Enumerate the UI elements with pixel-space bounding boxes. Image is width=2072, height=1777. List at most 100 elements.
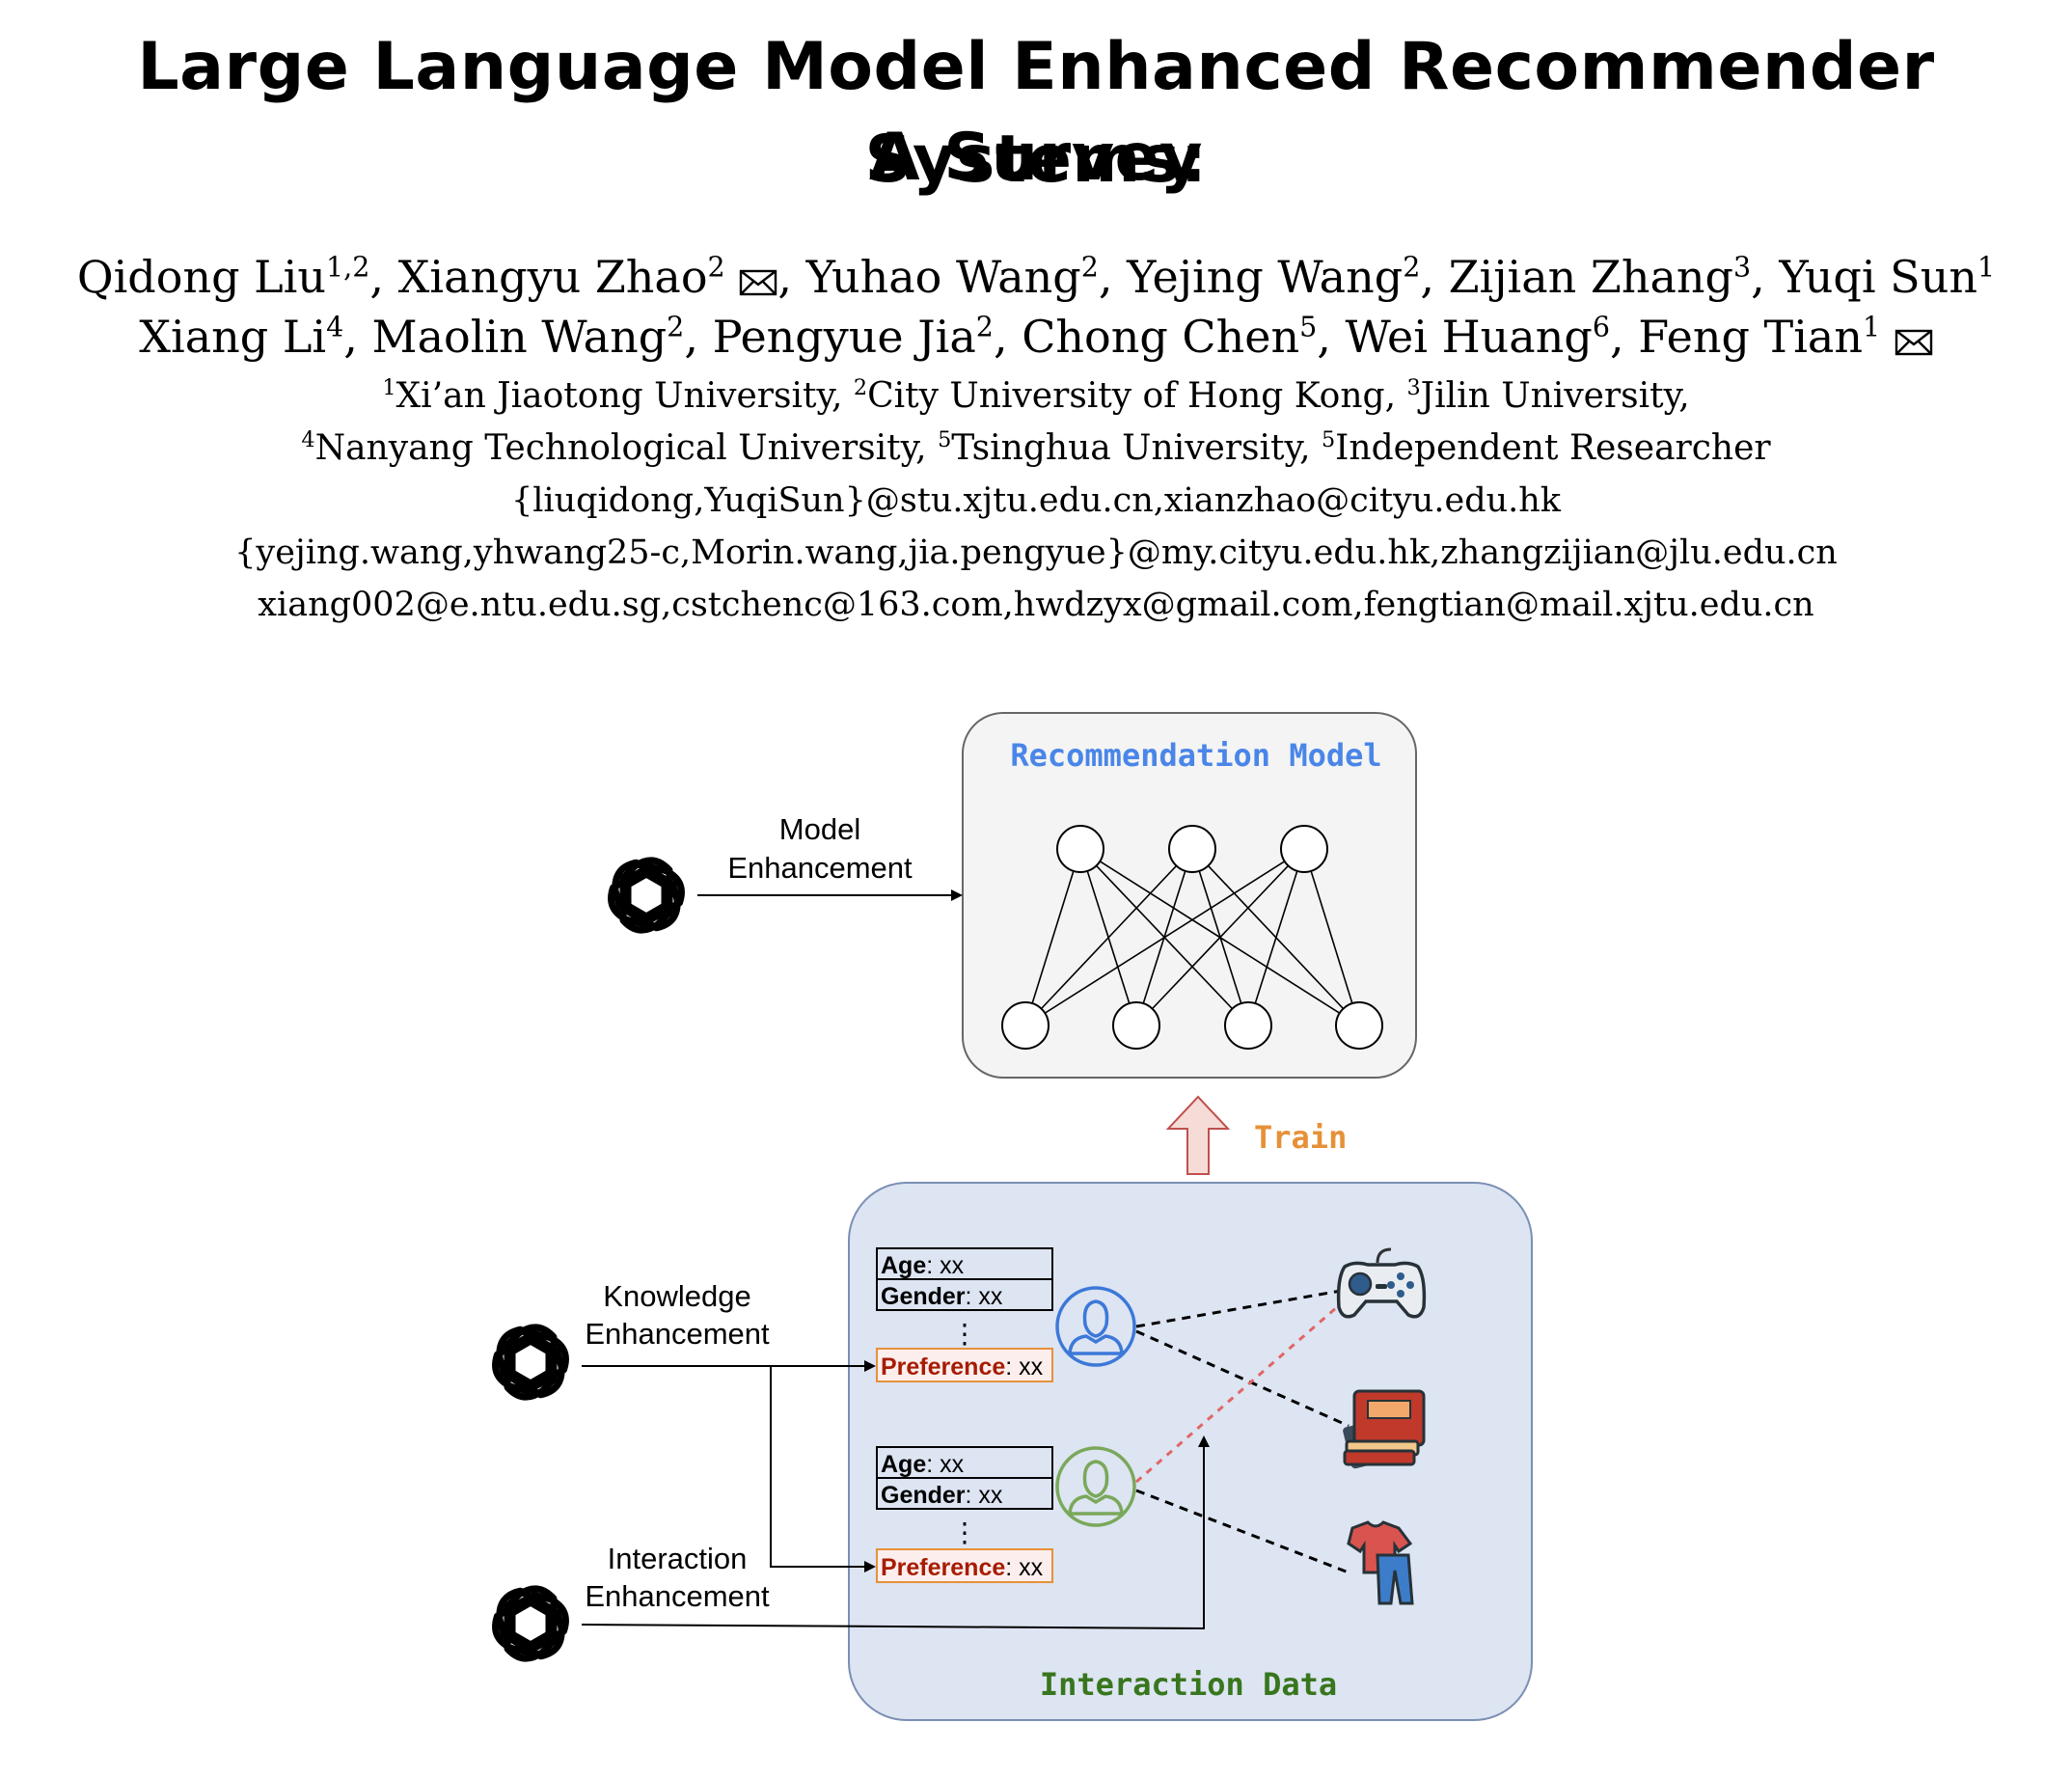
author-affiliation-number: 3 <box>1733 251 1752 284</box>
affiliation-name: Tsinghua University <box>951 428 1300 468</box>
affiliation-name: City University of Hong Kong <box>867 376 1385 416</box>
train-arrow <box>1165 1095 1231 1175</box>
profile-1-preference: Preference: xx <box>881 1353 1044 1381</box>
recommendation-model-box: Recommendation Model <box>962 712 1417 1079</box>
network-edge <box>1247 848 1305 1026</box>
author-affiliation-number: 2 <box>1403 251 1421 284</box>
openai-logo-icon <box>605 858 689 933</box>
openai-logo-icon <box>489 1586 573 1661</box>
interaction-enhancement-arrow <box>581 1435 1210 1630</box>
openai-logo-icon <box>489 1325 573 1400</box>
interaction-edge <box>1135 1289 1342 1328</box>
author-affiliation-number: 6 <box>1592 311 1610 343</box>
mail-icon <box>1895 329 1932 356</box>
email-line-1: {liuqidong,YuqiSun}@stu.xjtu.edu.cn,xian… <box>510 481 1562 520</box>
profile-1-age: Age: xx <box>881 1252 965 1279</box>
knowledge-enhancement-label-2: Enhancement <box>585 1317 770 1351</box>
profile-1-gender: Gender: xx <box>881 1283 1003 1310</box>
mail-icon <box>740 269 777 296</box>
author-affiliation-number: 1,2 <box>326 251 370 284</box>
knowledge-enhancement-label-1: Knowledge <box>603 1279 750 1313</box>
profile-1-ellipsis: ⋮ <box>951 1319 978 1349</box>
neural-network-edges <box>1024 848 1360 1026</box>
network-node <box>1112 1001 1160 1050</box>
train-label: Train <box>1254 1119 1347 1156</box>
network-edge <box>1024 848 1193 1026</box>
network-node <box>1001 1001 1050 1050</box>
augmented-interaction-edge <box>1135 1299 1346 1484</box>
author-name: Zijian Zhang <box>1448 251 1733 303</box>
interaction-enhancement-label-2: Enhancement <box>585 1579 770 1613</box>
author-name: Feng Tian <box>1638 311 1863 363</box>
network-node <box>1168 825 1216 873</box>
author-affiliation-number: 1 <box>1977 251 1996 284</box>
network-edge <box>1303 848 1360 1026</box>
network-node <box>1056 825 1104 873</box>
network-node <box>1280 825 1328 873</box>
author-name: Pengyue Jia <box>712 311 976 363</box>
interaction-edge <box>1135 1489 1350 1574</box>
affiliation-number: 2 <box>853 375 868 400</box>
author-name: Yejing Wang <box>1127 251 1404 303</box>
profile-2-age: Age: xx <box>881 1451 965 1478</box>
author-name: Chong Chen <box>1022 311 1300 363</box>
author-affiliation-number: 1 <box>1862 311 1881 343</box>
affiliations-line-1: 1Xi’an Jiaotong University, 2City Univer… <box>382 375 1690 416</box>
user-profile-1: Age: xx Gender: xx ⋮ Preference: xx <box>876 1247 1053 1382</box>
profile-2-preference: Preference: xx <box>881 1554 1044 1581</box>
clothes-icon <box>1347 1520 1414 1605</box>
author-affiliation-number: 2 <box>975 311 994 343</box>
paper-title-line-2: A Survey <box>869 120 1203 196</box>
game-controller-icon <box>1336 1247 1427 1319</box>
affiliations-line-2: 4Nanyang Technological University, 5Tsin… <box>301 427 1771 468</box>
interaction-enhancement-group: Interaction Enhancement <box>489 1435 1210 1661</box>
author-affiliation-number: 2 <box>707 251 725 284</box>
profile-2-gender: Gender: xx <box>881 1482 1003 1509</box>
author-affiliation-number: 2 <box>667 311 685 343</box>
author-name: Yuqi Sun <box>1779 251 1977 303</box>
profile-2-ellipsis: ⋮ <box>951 1517 978 1547</box>
author-name: Qidong Liu <box>76 251 327 303</box>
author-affiliation-number: 4 <box>326 311 344 343</box>
authors-line-1: Qidong Liu1,2, Xiangyu Zhao2 , Yuhao Wan… <box>76 251 1996 303</box>
affiliation-number: 1 <box>382 375 396 400</box>
interaction-data-label: Interaction Data <box>1040 1666 1337 1703</box>
model-enhancement-label-1: Model <box>779 812 860 846</box>
recommendation-model-title: Recommendation Model <box>1010 737 1381 774</box>
authors-line-2: Xiang Li4, Maolin Wang2, Pengyue Jia2, C… <box>0 307 2072 367</box>
author-name: Yuhao Wang <box>805 251 1081 303</box>
model-enhancement-label-2: Enhancement <box>727 851 913 885</box>
affiliation-name: Xi’an Jiaotong University <box>395 376 832 416</box>
knowledge-enhancement-group: Knowledge Enhancement <box>489 1279 876 1572</box>
interaction-data-box: Interaction Data Age: xx Gender: xx ⋮ Pr… <box>848 1182 1533 1721</box>
affiliation-name: Nanyang Technological University <box>314 428 916 468</box>
train-arrow-group: Train <box>1165 1095 1347 1175</box>
author-name: Wei Huang <box>1345 311 1593 363</box>
email-line-3: xiang002@e.ntu.edu.sg,cstchenc@163.com,h… <box>258 586 1814 624</box>
model-enhancement-group: Model Enhancement <box>605 812 963 933</box>
affiliation-name: Independent Researcher <box>1335 428 1771 468</box>
network-edge <box>1135 848 1305 1026</box>
network-edge <box>1024 848 1305 1026</box>
interaction-edge <box>1135 1329 1350 1428</box>
affiliation-number: 3 <box>1406 375 1421 400</box>
author-name: Xiang Li <box>139 311 327 363</box>
affiliation-number: 4 <box>301 427 315 452</box>
user-profile-2: Age: xx Gender: xx ⋮ Preference: xx <box>876 1446 1053 1583</box>
network-node <box>1224 1001 1272 1050</box>
network-node <box>1335 1001 1383 1050</box>
interaction-enhancement-label-1: Interaction <box>608 1542 748 1575</box>
author-affiliation-number: 5 <box>1299 311 1318 343</box>
author-affiliation-number: 2 <box>1080 251 1099 284</box>
paper-title-line-1: Large Language Model Enhanced Recommende… <box>137 29 1935 198</box>
network-edge <box>1024 848 1081 1026</box>
affiliation-number: 5 <box>938 427 952 452</box>
author-name: Xiangyu Zhao <box>397 251 708 303</box>
neural-network-nodes <box>1001 825 1383 1050</box>
affiliation-number: 5 <box>1321 427 1336 452</box>
author-name: Maolin Wang <box>371 311 668 363</box>
affiliation-name: Jilin University <box>1420 376 1679 416</box>
knowledge-enhancement-arrow-2 <box>770 1366 876 1572</box>
